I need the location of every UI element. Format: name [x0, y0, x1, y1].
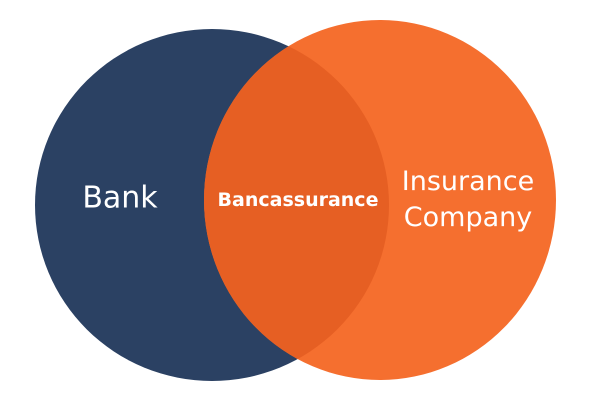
bank-label: Bank: [82, 180, 158, 216]
insurance-company-label: Insurance Company: [402, 164, 534, 236]
insurance-label-line2: Company: [403, 202, 533, 233]
insurance-label-line1: Insurance: [401, 166, 535, 197]
bancassurance-label: Bancassurance: [217, 189, 379, 211]
intersection-region: [204, 29, 389, 380]
